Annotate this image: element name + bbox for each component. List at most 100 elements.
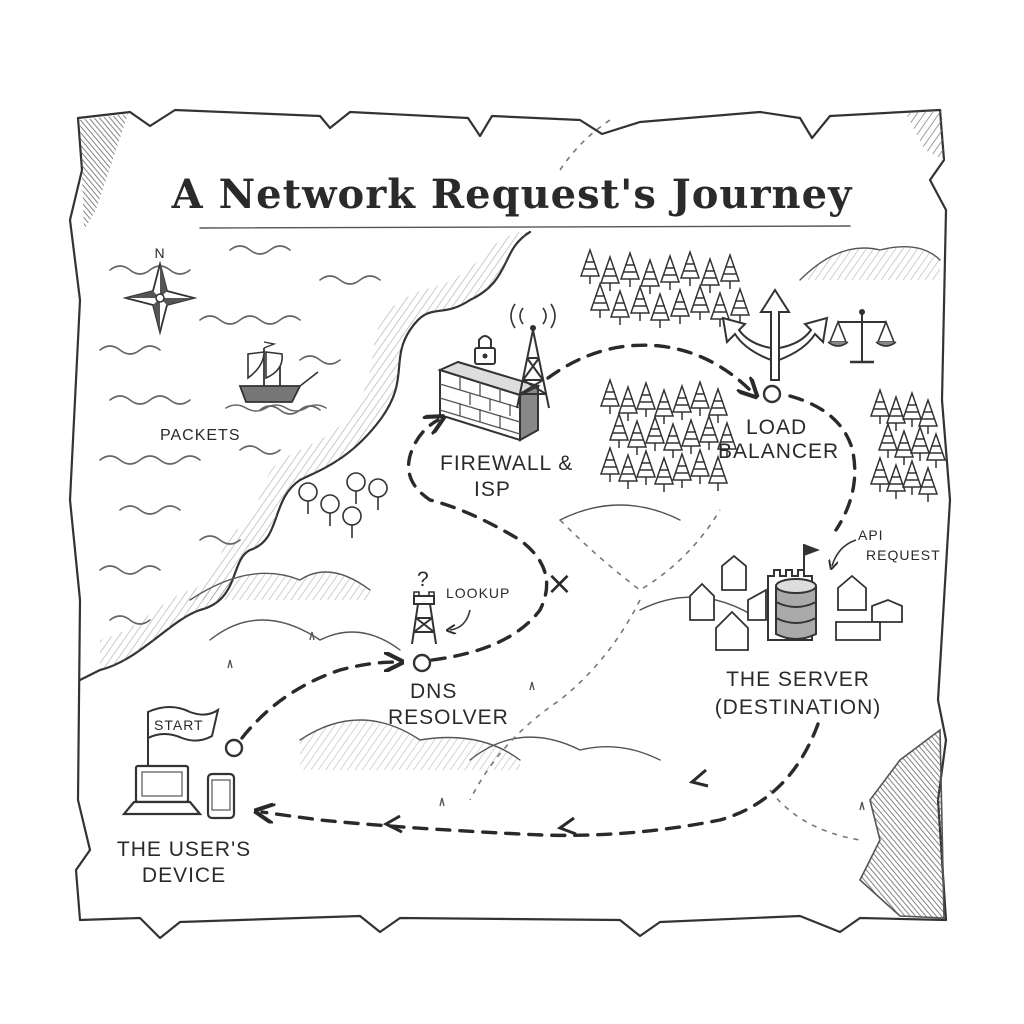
route-arrow-2 [556,816,577,836]
pine-tree [635,380,657,417]
dns-waypoint [412,653,432,673]
pine-tree [639,257,661,294]
pine-tree [689,379,711,416]
pine-tree [689,447,711,484]
pine-tree [662,421,684,458]
phone-icon [206,772,236,820]
pine-tree [629,284,651,321]
pine-tree [589,281,611,318]
pine-tree [719,252,741,289]
pine-tree [644,414,666,451]
dns-label-line2: RESOLVER [388,706,509,729]
api-label-line1: API [858,527,884,543]
grass-tufts [227,631,865,811]
device-label-line1: THE USER'S [117,838,251,861]
firewall-label-line1: FIREWALL & [440,452,573,475]
pine-tree [893,428,915,465]
pine-tree [885,462,907,499]
signpost-arrows-icon [721,288,829,381]
pine-tree [619,250,641,287]
map-parchment [68,108,952,940]
lookup-label: LOOKUP [446,585,510,601]
api-label-line2: REQUEST [866,547,941,563]
pine-tree [635,448,657,485]
dns-tower-icon [411,591,437,645]
pine-tree [671,451,693,488]
pine-tree [698,413,720,450]
pine-tree [877,421,899,458]
pine-tree [579,247,601,284]
load-balancer-label-line1: LOAD [746,416,807,439]
pine-tree [626,418,648,455]
pine-tree [909,424,931,461]
pine-tree [729,286,751,323]
load-balancer-label-line2: BALANCER [718,440,839,463]
coast-shade [100,232,530,670]
route-arrow-3 [382,814,403,834]
route-server-to-device [262,722,820,838]
pine-tree [901,390,923,427]
pine-tree [599,254,621,291]
load-balancer-waypoint [762,384,782,404]
radio-tower-icon [510,303,556,409]
map-title: A Network Request's Journey [171,171,853,218]
dotted-trails [469,119,861,841]
database-icon [775,578,817,640]
packets-label: PACKETS [160,427,241,444]
scales-icon [827,309,897,364]
pine-tree [599,445,621,482]
route-firewall-to-lb [546,343,752,392]
pine-tree [649,291,671,328]
pine-tree [869,387,891,424]
ship-icon [225,341,327,412]
device-label-line2: DEVICE [142,864,226,887]
server-label-line2: (DESTINATION) [715,696,882,719]
round-tree-icon [298,472,388,538]
pine-tree [608,411,630,448]
pine-tree [653,387,675,424]
pine-tree [917,465,939,502]
journey-route [240,343,857,838]
server-label-line1: THE SERVER [726,668,870,691]
pine-tree [707,386,729,423]
dns-question-mark: ? [417,568,430,591]
pine-tree [707,454,729,491]
pine-tree [617,384,639,421]
compass-north-label: N [154,245,165,261]
route-lb-to-server [788,394,857,532]
pine-tree [617,452,639,489]
start-waypoint [224,738,244,758]
firewall-brick-wall-icon [437,360,541,442]
lock-icon [474,335,496,365]
pine-tree [680,417,702,454]
pine-tree [679,249,701,286]
api-pointer [832,539,857,566]
pine-tree [885,394,907,431]
start-flag-icon [147,706,220,766]
corner-shade-top-right [905,110,944,160]
pine-tree [925,431,947,468]
pine-tree [609,288,631,325]
pine-tree-icon [579,247,947,502]
corner-shade-bottom-right [859,728,945,919]
pine-tree [901,458,923,495]
route-arrow-1 [688,768,709,788]
sea-waves [99,245,381,625]
pine-tree [689,283,711,320]
pine-tree [599,377,621,414]
pine-tree [659,253,681,290]
corner-shade-top-left [80,114,128,230]
firewall-label-line2: ISP [474,478,511,501]
lookup-pointer [450,609,471,630]
title-underline [199,225,851,229]
village-houses [689,554,903,651]
pine-tree [917,397,939,434]
hills [189,245,941,770]
pine-tree [699,256,721,293]
pine-tree [671,383,693,420]
dns-label-line1: DNS [410,680,457,703]
pine-tree [716,420,738,457]
pine-tree [669,287,691,324]
pine-tree [869,455,891,492]
